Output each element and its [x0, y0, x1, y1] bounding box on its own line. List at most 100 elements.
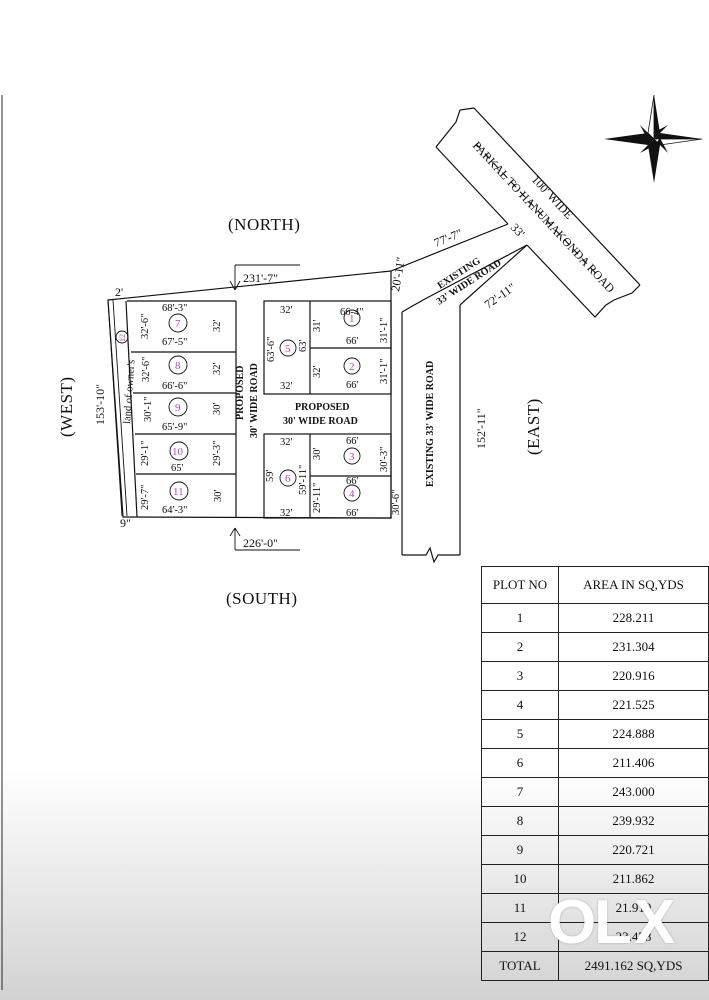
diag-top-dim: 77'-7": [432, 226, 464, 250]
column-header-area: AREA IN SQ,YDS: [558, 566, 709, 604]
plot-12-number: 12: [118, 334, 127, 342]
plot-7-right: 32': [212, 320, 223, 333]
plot-3-left: 30': [312, 448, 323, 461]
plot-3-top: 66': [346, 436, 359, 447]
area-cell: 23.478: [558, 922, 709, 952]
plot-1-number: 1: [349, 313, 355, 325]
area-cell: 243.000: [558, 777, 709, 807]
existing-road: EXISTING 33' WIDE ROAD EXISTING 33' WIDE…: [390, 223, 528, 564]
plot-10-left: 29'-1": [140, 441, 151, 466]
area-cell: 231.304: [558, 632, 709, 662]
label-south: (SOUTH): [226, 589, 298, 608]
west-bottom-dim: 9": [120, 516, 131, 530]
area-cell: 228.211: [558, 603, 709, 633]
plot-5-left: 63'-6": [266, 337, 277, 362]
plot-8-top: 67'-5": [162, 337, 187, 348]
main-road-label-33: 33': [508, 220, 528, 240]
compass-icon: [604, 94, 703, 183]
plot-3-right: 30'-3": [379, 447, 390, 472]
area-cell: 211.406: [558, 748, 709, 778]
plot-2-left: 32': [312, 366, 323, 379]
plot-no-cell: 3: [481, 661, 559, 691]
area-cell: 239.932: [558, 806, 709, 836]
plot-1-top: 66-4": [340, 307, 364, 318]
area-cell: 211.862: [558, 864, 709, 894]
plot-no-cell: 12: [481, 922, 559, 952]
column-header-plot-no: PLOT NO: [481, 566, 559, 604]
plot-5-right: 63': [298, 340, 309, 353]
south-boundary-dim: 226'-0": [243, 536, 278, 550]
plot-6-bottom: 32': [280, 508, 293, 519]
plot-10-number: 10: [172, 446, 184, 458]
plot-4-number: 4: [349, 488, 355, 500]
west-plots: [112, 299, 237, 518]
total-label-cell: TOTAL: [481, 951, 559, 981]
south-dimension-mark: [229, 527, 300, 551]
plot-no-cell: 10: [481, 864, 559, 894]
owner-land-label: land of owner's: [122, 359, 137, 424]
plot-4-top: 66': [346, 476, 359, 487]
plot-5-top: 32': [280, 305, 293, 316]
plot-9-number: 9: [175, 402, 181, 414]
plot-10-bottom: 65': [171, 463, 184, 474]
northeast-corner-dim: 20'-11": [388, 256, 408, 293]
plot-10-right: 29'-3": [212, 441, 223, 466]
label-west: (WEST): [57, 376, 76, 437]
west-boundary-dim: 153'-10": [93, 384, 107, 425]
area-cell: 220.721: [558, 835, 709, 865]
table-header-row: PLOT NO AREA IN SQ,YDS: [481, 566, 709, 604]
plot-5-bottom: 32': [280, 381, 293, 392]
plot-8-number: 8: [175, 360, 181, 372]
plot-11-bottom: 64'-3": [162, 505, 187, 516]
existing-vertical-label: EXISTING 33' WIDE ROAD: [425, 361, 436, 487]
plot-7-left: 32'-6": [140, 314, 151, 339]
plot-no-cell: 11: [481, 893, 559, 923]
plot-1-left: 31': [312, 320, 323, 333]
plot-no-cell: 7: [481, 777, 559, 807]
plot-9-right: 30': [212, 403, 223, 416]
plot-7-top: 68'-3": [162, 303, 187, 314]
middle-north-block: [263, 300, 392, 395]
proposed-vertical-label-2: 30' WIDE ROAD: [249, 363, 260, 438]
north-dimension-mark: [229, 264, 300, 291]
plot-no-cell: 6: [481, 748, 559, 778]
diag-side-dim: 72'-11": [482, 280, 518, 311]
plot-6-number: 6: [285, 473, 291, 485]
plot-9-left: 30'-1": [143, 397, 154, 422]
plot-3-number: 3: [349, 451, 355, 463]
plot-8-right: 32': [212, 363, 223, 376]
plot-6-left: 59': [265, 470, 276, 483]
north-boundary-dim: 231'-7": [243, 271, 278, 285]
label-east: (EAST): [524, 398, 543, 455]
plot-2-right: 31'-1": [379, 359, 390, 384]
plot-no-cell: 2: [481, 632, 559, 662]
plot-no-cell: 5: [481, 719, 559, 749]
plot-no-cell: 4: [481, 690, 559, 720]
plot-6-right: 59'-11": [298, 465, 309, 495]
plot-4-right: 30'-6": [391, 490, 402, 515]
plot-no-cell: 9: [481, 835, 559, 865]
proposed-horizontal-label-2: 30' WIDE ROAD: [283, 416, 358, 427]
plot-number-circles: [115, 309, 361, 502]
plot-7-number: 7: [175, 318, 181, 330]
middle-south-block: [263, 433, 392, 519]
area-cell: 224.888: [558, 719, 709, 749]
plot-11-left: 29'-7": [140, 485, 151, 510]
plot-2-bottom: 66': [346, 380, 359, 391]
plot-10-top: 65'-9": [162, 422, 187, 433]
west-top-dim: 2': [115, 285, 123, 299]
plot-11-number: 11: [173, 486, 184, 498]
plot-2-number: 2: [349, 361, 355, 373]
plot-11-right: 30': [213, 490, 224, 503]
